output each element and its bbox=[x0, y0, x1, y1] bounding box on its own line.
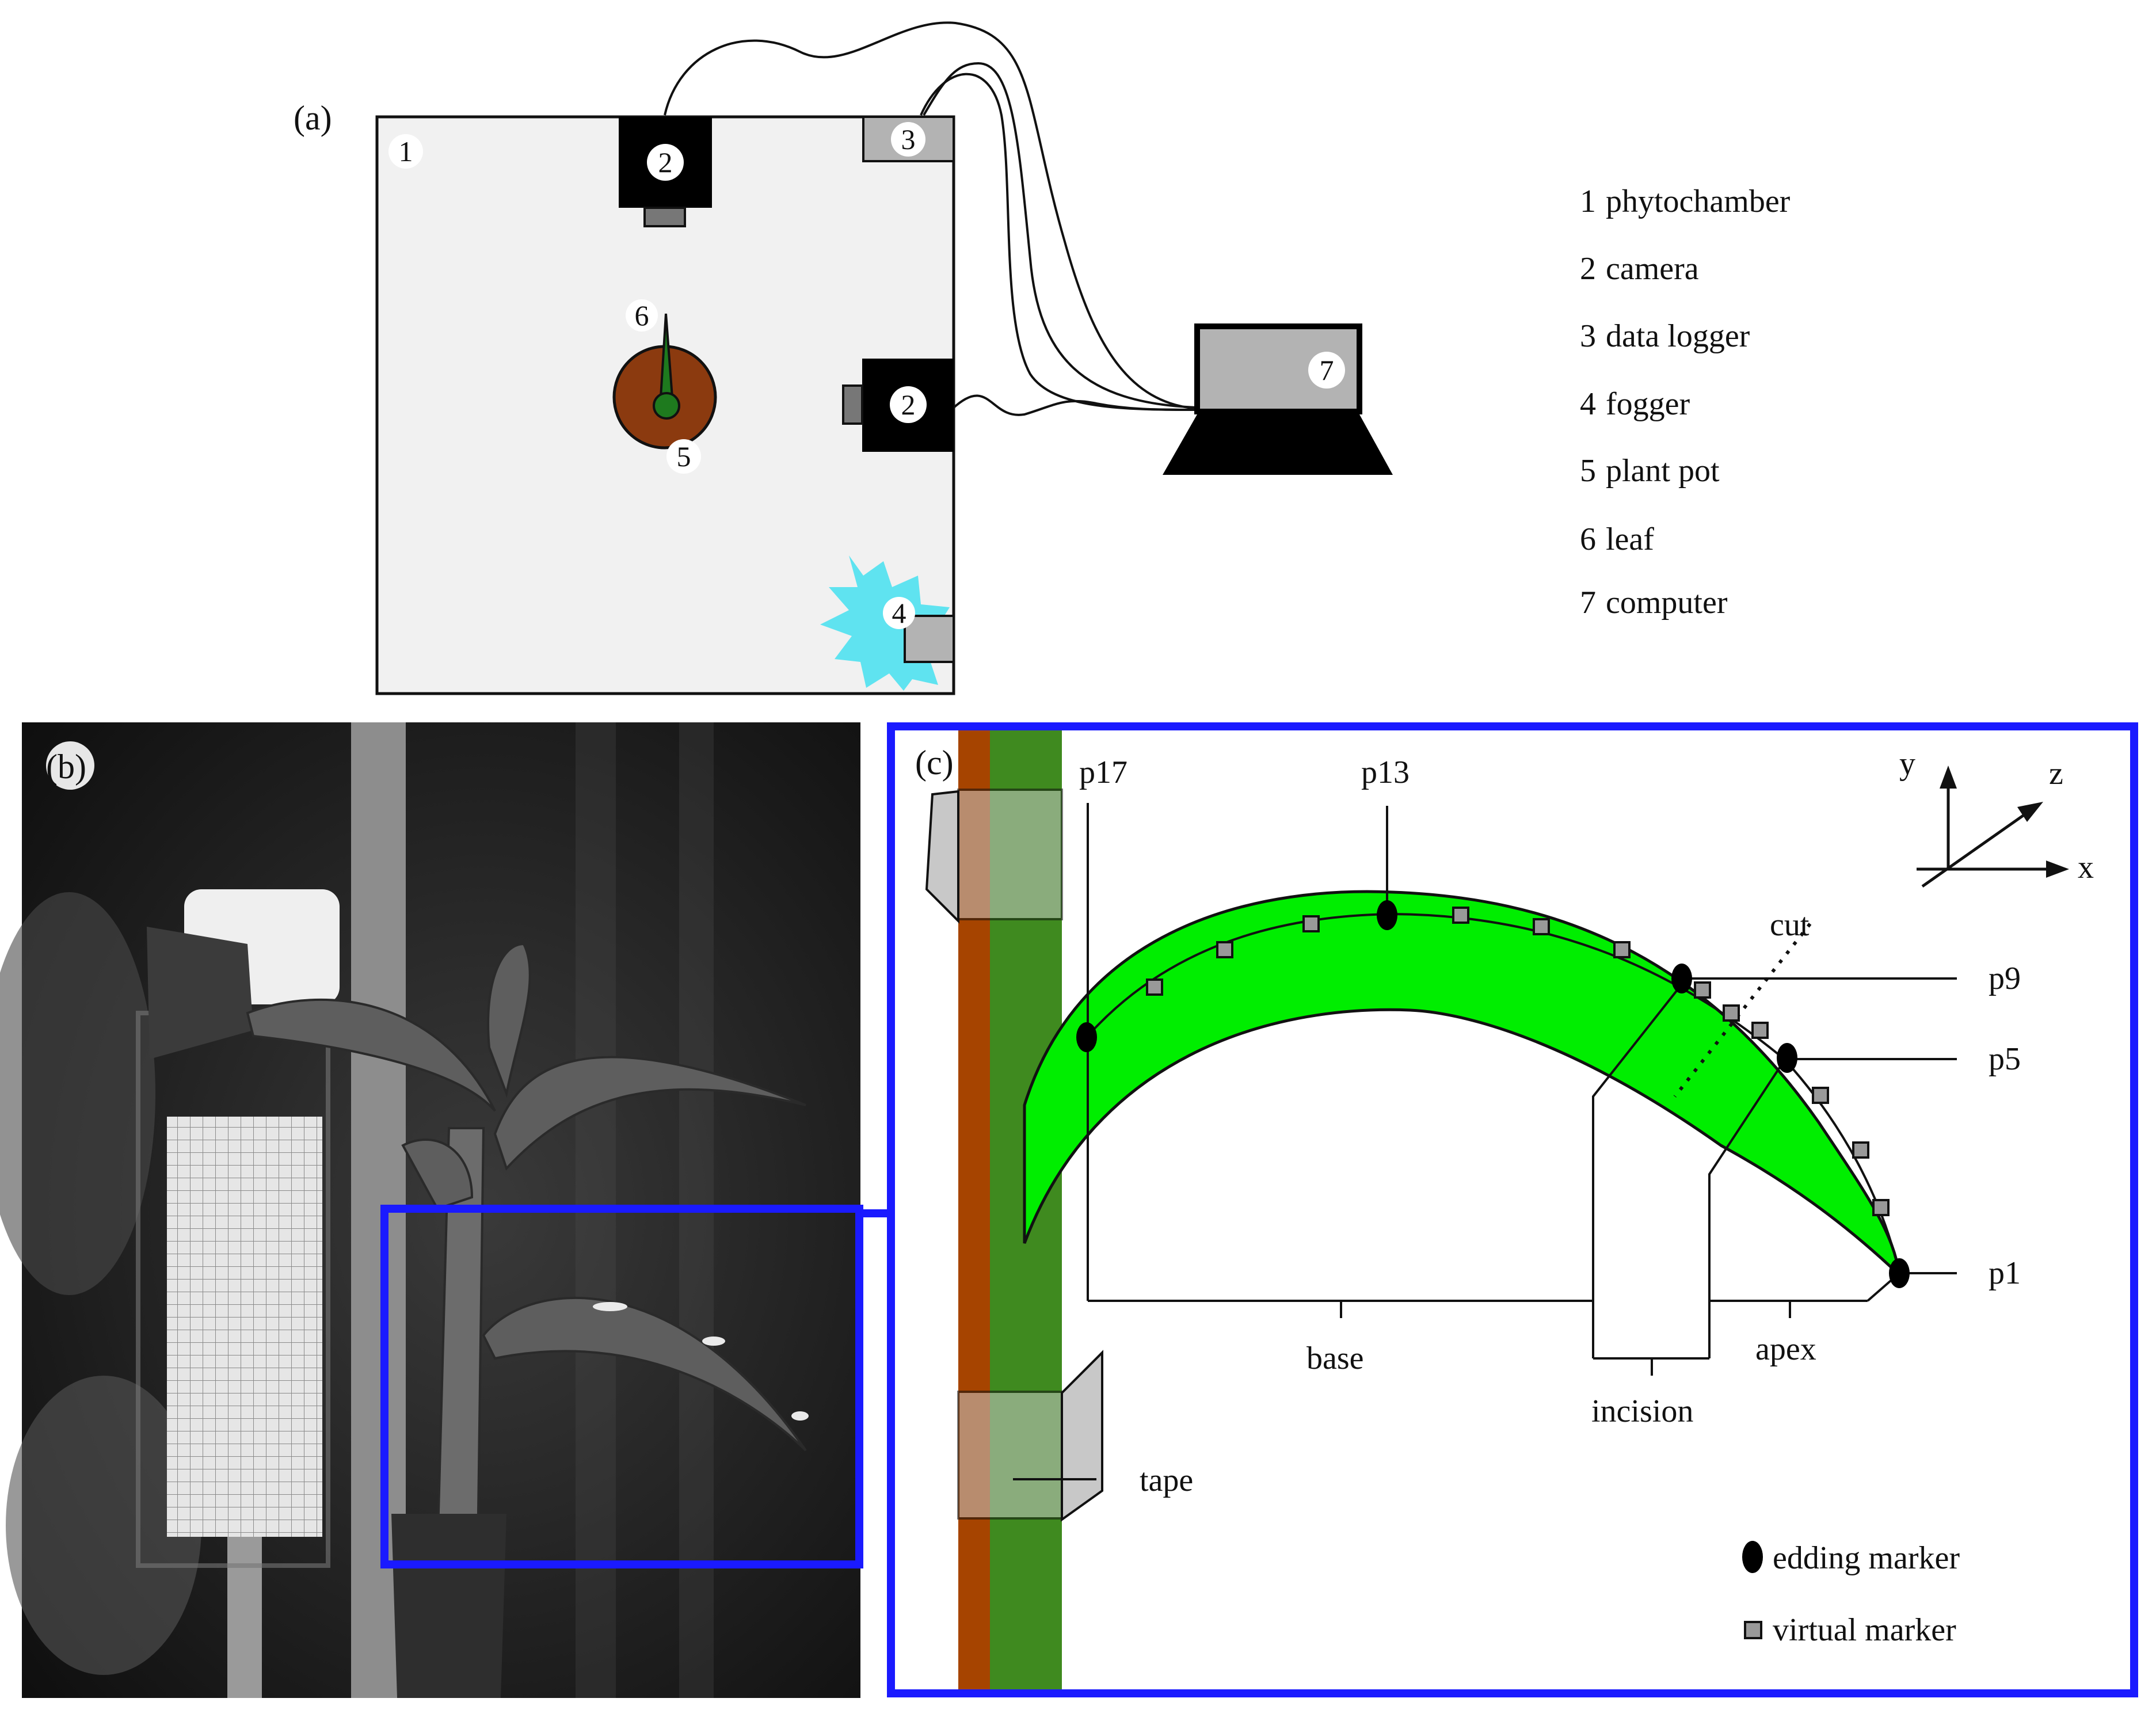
tape-bottom: tape bbox=[957, 1350, 1193, 1522]
svg-text:3: 3 bbox=[901, 123, 916, 155]
svg-text:7: 7 bbox=[1580, 585, 1596, 620]
svg-text:1: 1 bbox=[399, 135, 413, 167]
legend-item: 3 data logger bbox=[1580, 318, 1750, 354]
axis-z-label: z bbox=[2049, 756, 2063, 791]
virtual-marker bbox=[1751, 1022, 1769, 1039]
svg-text:6: 6 bbox=[1580, 521, 1596, 557]
svg-text:data logger: data logger bbox=[1606, 318, 1750, 354]
svg-text:plant pot: plant pot bbox=[1606, 453, 1720, 489]
svg-text:2: 2 bbox=[658, 146, 673, 178]
panel-a-label: (a) bbox=[294, 99, 332, 137]
grid-card bbox=[167, 1117, 322, 1537]
edding-marker bbox=[1671, 964, 1692, 993]
cut-label: cut bbox=[1770, 907, 1810, 943]
computer: 7 bbox=[1163, 323, 1393, 475]
camera-top: 2 bbox=[619, 117, 712, 227]
edding-markers bbox=[1076, 900, 1910, 1288]
virtual-marker bbox=[1533, 918, 1550, 935]
edding-marker bbox=[1076, 1022, 1097, 1052]
tape-label: tape bbox=[1140, 1463, 1193, 1498]
panel-c-label: (c) bbox=[915, 744, 954, 782]
virtual-marker bbox=[1723, 1004, 1740, 1022]
legend-c: edding marker virtual marker bbox=[1742, 1540, 1960, 1648]
svg-text:camera: camera bbox=[1606, 251, 1699, 287]
virtual-marker bbox=[1216, 941, 1233, 958]
point-label-p5: p5 bbox=[1989, 1041, 2021, 1077]
svg-text:2: 2 bbox=[901, 389, 916, 421]
legend-a: 1 phytochamber 2 camera 3 data logger 4 … bbox=[1580, 184, 1791, 620]
plant-pot: 5 6 bbox=[612, 299, 717, 474]
callout-chamber: 1 bbox=[388, 134, 423, 169]
svg-text:7: 7 bbox=[1320, 354, 1334, 386]
virtual-marker bbox=[1302, 915, 1320, 932]
panel-c-frame bbox=[887, 722, 2138, 1697]
legend-item: 6 leaf bbox=[1580, 521, 1654, 557]
leaf-highlights bbox=[593, 1302, 809, 1421]
camera-right: 2 bbox=[842, 359, 954, 452]
cables bbox=[664, 21, 1198, 416]
photo-plant bbox=[246, 942, 807, 1555]
fogger: 4 bbox=[820, 555, 955, 691]
svg-text:2: 2 bbox=[1580, 251, 1596, 287]
data-logger: 3 bbox=[862, 116, 955, 162]
panel-a: (a) 1 2 3 bbox=[294, 21, 1791, 695]
svg-text:(b): (b) bbox=[46, 748, 86, 786]
virtual-marker bbox=[1146, 978, 1163, 996]
virtual-marker bbox=[1613, 941, 1631, 958]
point-label-p9: p9 bbox=[1989, 961, 2021, 996]
virtual-marker bbox=[1812, 1087, 1829, 1104]
axes-indicator bbox=[1917, 766, 2069, 888]
point-label-p13: p13 bbox=[1361, 755, 1410, 790]
svg-text:computer: computer bbox=[1606, 585, 1728, 620]
cut-line bbox=[1673, 923, 1812, 1098]
virtual-marker bbox=[1852, 1141, 1869, 1159]
tape-top bbox=[925, 789, 1063, 924]
svg-text:3: 3 bbox=[1580, 318, 1596, 354]
legend-edding-label: edding marker bbox=[1773, 1540, 1960, 1576]
zoom-region bbox=[380, 1205, 863, 1568]
legend-item: 2 camera bbox=[1580, 251, 1699, 287]
panel-c: tape bbox=[887, 722, 2138, 1697]
base-label: base bbox=[1306, 1341, 1364, 1376]
axis-y-label: y bbox=[1899, 746, 1915, 782]
svg-text:phytochamber: phytochamber bbox=[1606, 184, 1791, 219]
legend-item: 5 plant pot bbox=[1580, 453, 1720, 489]
virtual-markers bbox=[1146, 907, 1890, 1216]
edding-marker bbox=[1377, 900, 1397, 930]
legend-item: 4 fogger bbox=[1580, 386, 1690, 422]
svg-text:fogger: fogger bbox=[1606, 386, 1690, 422]
apex-label: apex bbox=[1755, 1331, 1816, 1367]
svg-text:leaf: leaf bbox=[1606, 521, 1654, 557]
svg-text:5: 5 bbox=[1580, 453, 1596, 489]
svg-text:5: 5 bbox=[677, 440, 691, 473]
virtual-marker bbox=[1872, 1199, 1890, 1216]
svg-text:4: 4 bbox=[1580, 386, 1596, 422]
edding-marker bbox=[1777, 1043, 1797, 1073]
panel-b-label: (b) bbox=[46, 741, 94, 790]
svg-text:1: 1 bbox=[1580, 184, 1596, 219]
virtual-marker bbox=[1452, 907, 1469, 924]
incision-label: incision bbox=[1591, 1393, 1693, 1429]
legend-item: 7 computer bbox=[1580, 585, 1728, 620]
point-label-p17: p17 bbox=[1079, 755, 1127, 790]
legend-item: 1 phytochamber bbox=[1580, 184, 1791, 219]
point-label-p1: p1 bbox=[1989, 1255, 2021, 1291]
edding-marker bbox=[1889, 1258, 1910, 1288]
svg-text:6: 6 bbox=[635, 299, 649, 332]
legend-virtual-label: virtual marker bbox=[1773, 1612, 1956, 1648]
leaf-midline bbox=[1085, 912, 1900, 1274]
panel-b: (b) bbox=[0, 722, 891, 1698]
axis-x-label: x bbox=[2078, 850, 2094, 885]
virtual-marker bbox=[1694, 981, 1711, 999]
svg-text:4: 4 bbox=[892, 597, 906, 629]
